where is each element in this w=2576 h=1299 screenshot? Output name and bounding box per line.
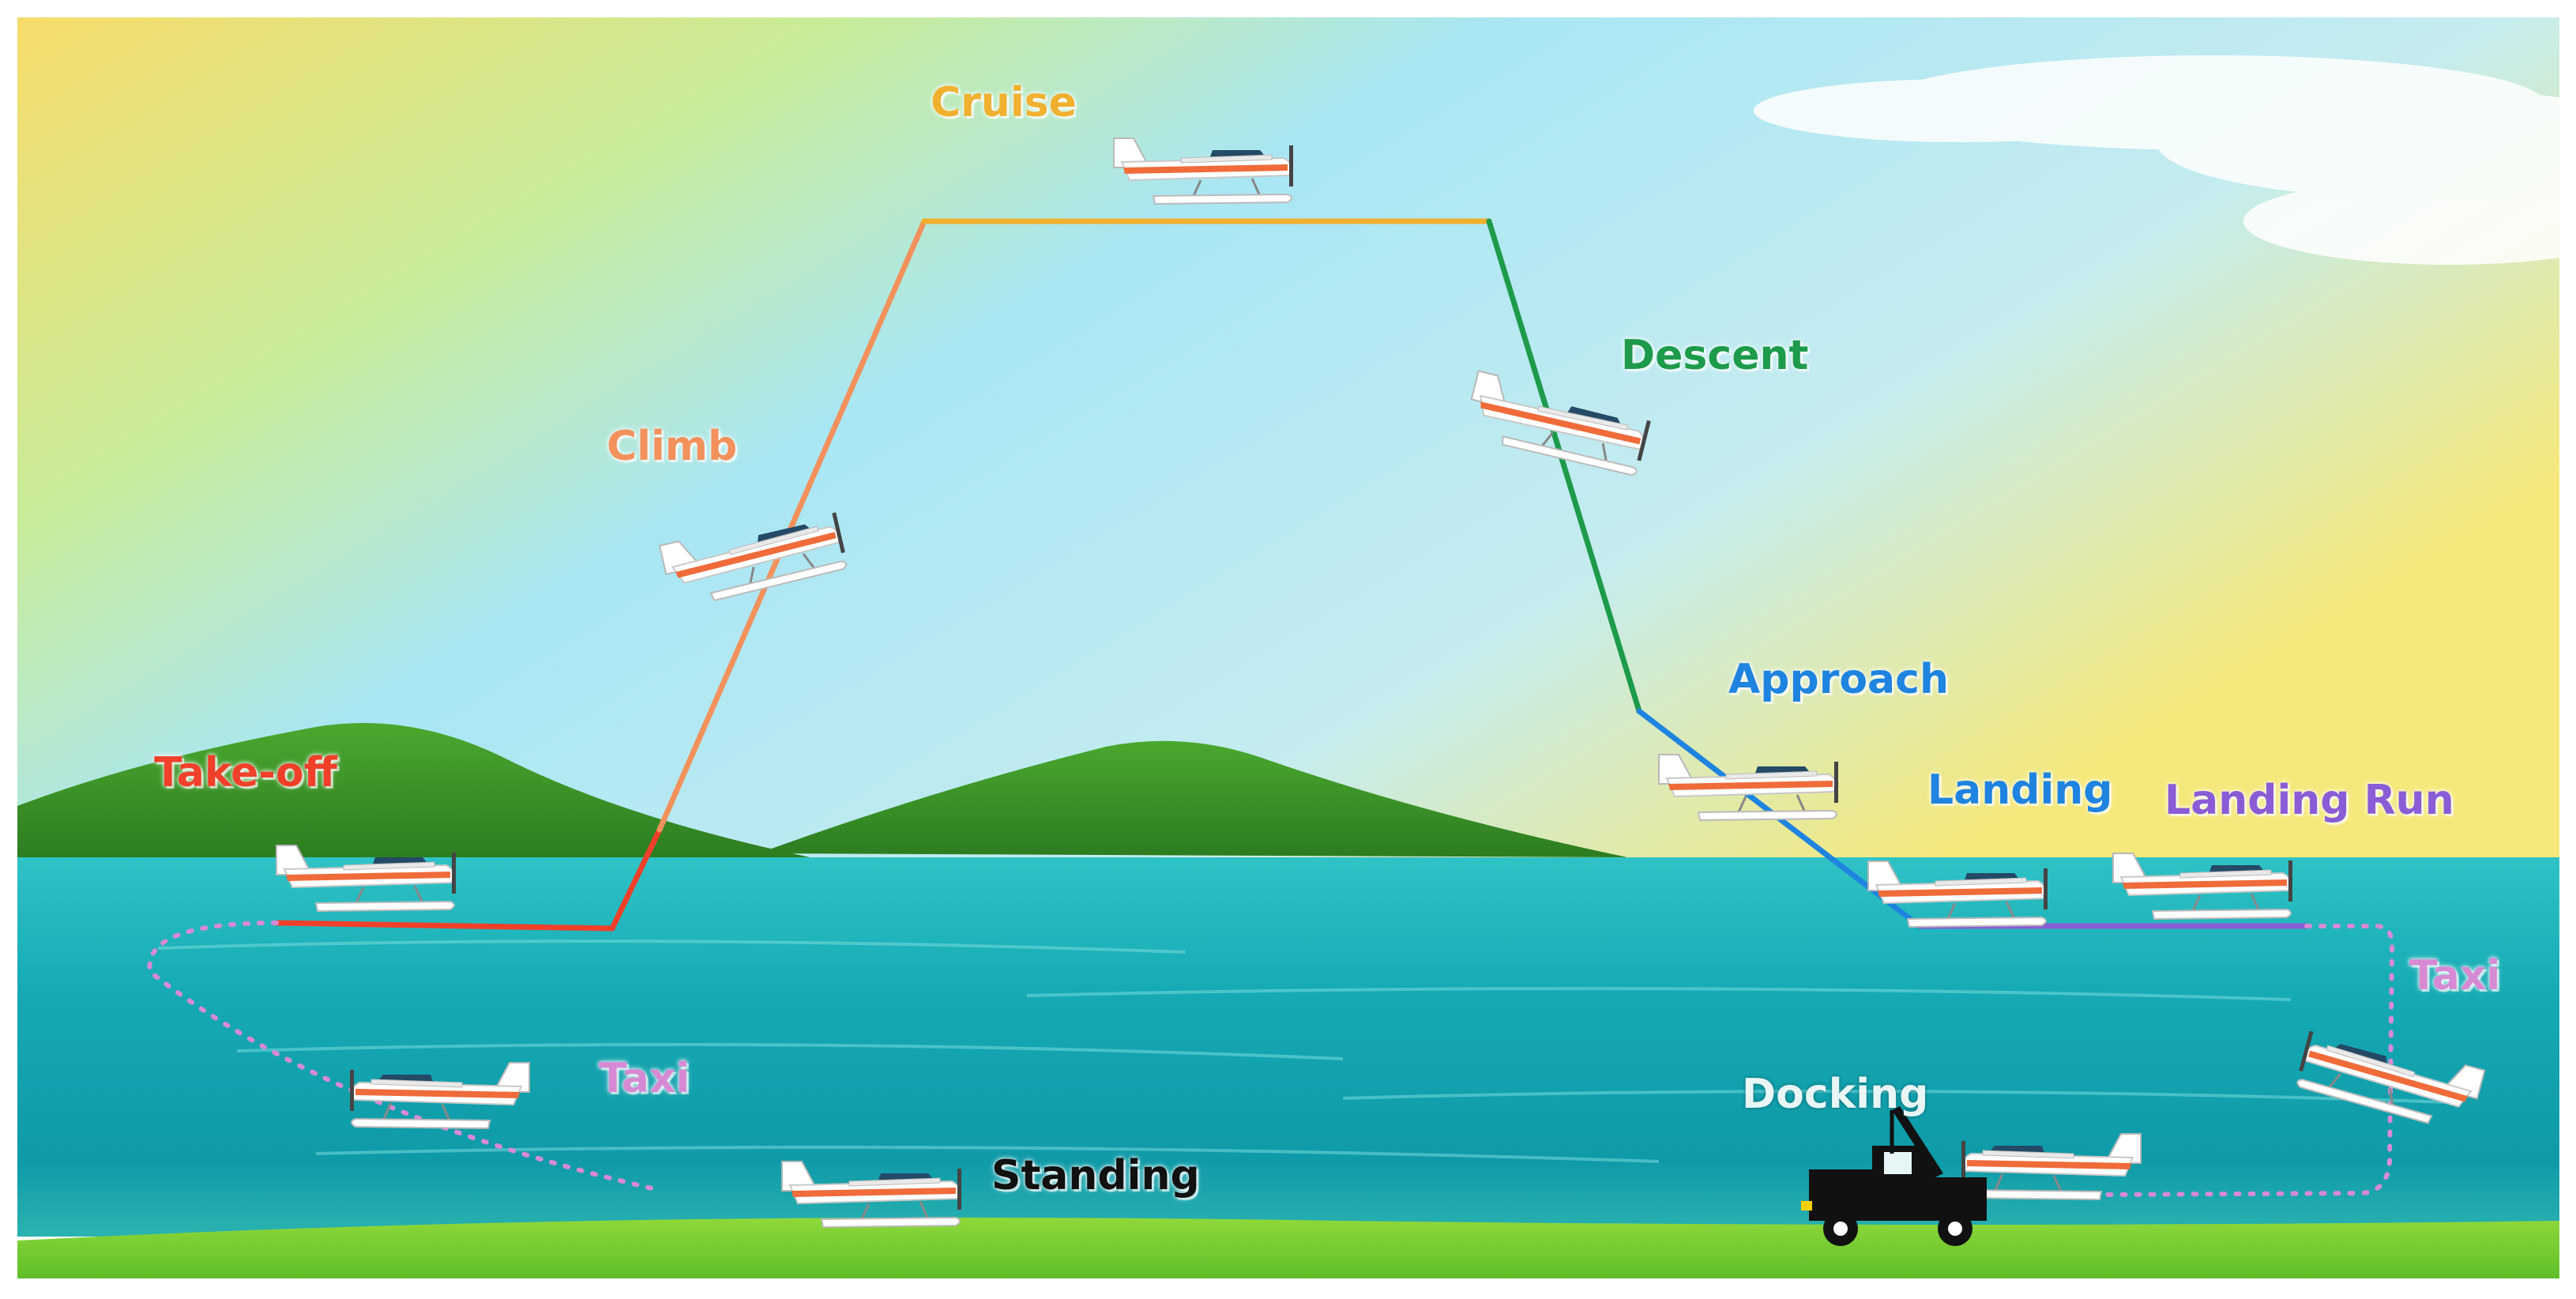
path-climb <box>656 218 927 833</box>
label-cruise: Cruise <box>931 79 1077 126</box>
path-descent <box>1486 218 1642 714</box>
path-takeoff <box>273 826 663 932</box>
water-ripples <box>157 939 2450 1163</box>
label-docking: Docking <box>1742 1071 1929 1118</box>
path-taxi-right <box>2099 924 2395 1197</box>
label-descent: Descent <box>1621 332 1809 379</box>
clouds <box>1754 55 2576 265</box>
shore <box>17 1217 2559 1278</box>
label-taxi-right: Taxi <box>2409 952 2501 1000</box>
hill-left <box>17 723 829 861</box>
label-approach: Approach <box>1728 656 1949 703</box>
label-standing: Standing <box>991 1152 1200 1199</box>
sky-background <box>17 17 2559 871</box>
tow-truck-icon <box>1801 1106 1987 1246</box>
hill-center <box>758 740 1627 857</box>
label-takeoff: Take-off <box>154 749 337 796</box>
label-landing: Landing <box>1927 766 2113 814</box>
flight-path <box>147 218 2395 1197</box>
label-climb: Climb <box>607 423 738 470</box>
label-landing-run: Landing Run <box>2164 777 2454 824</box>
label-taxi-left: Taxi <box>599 1055 690 1102</box>
